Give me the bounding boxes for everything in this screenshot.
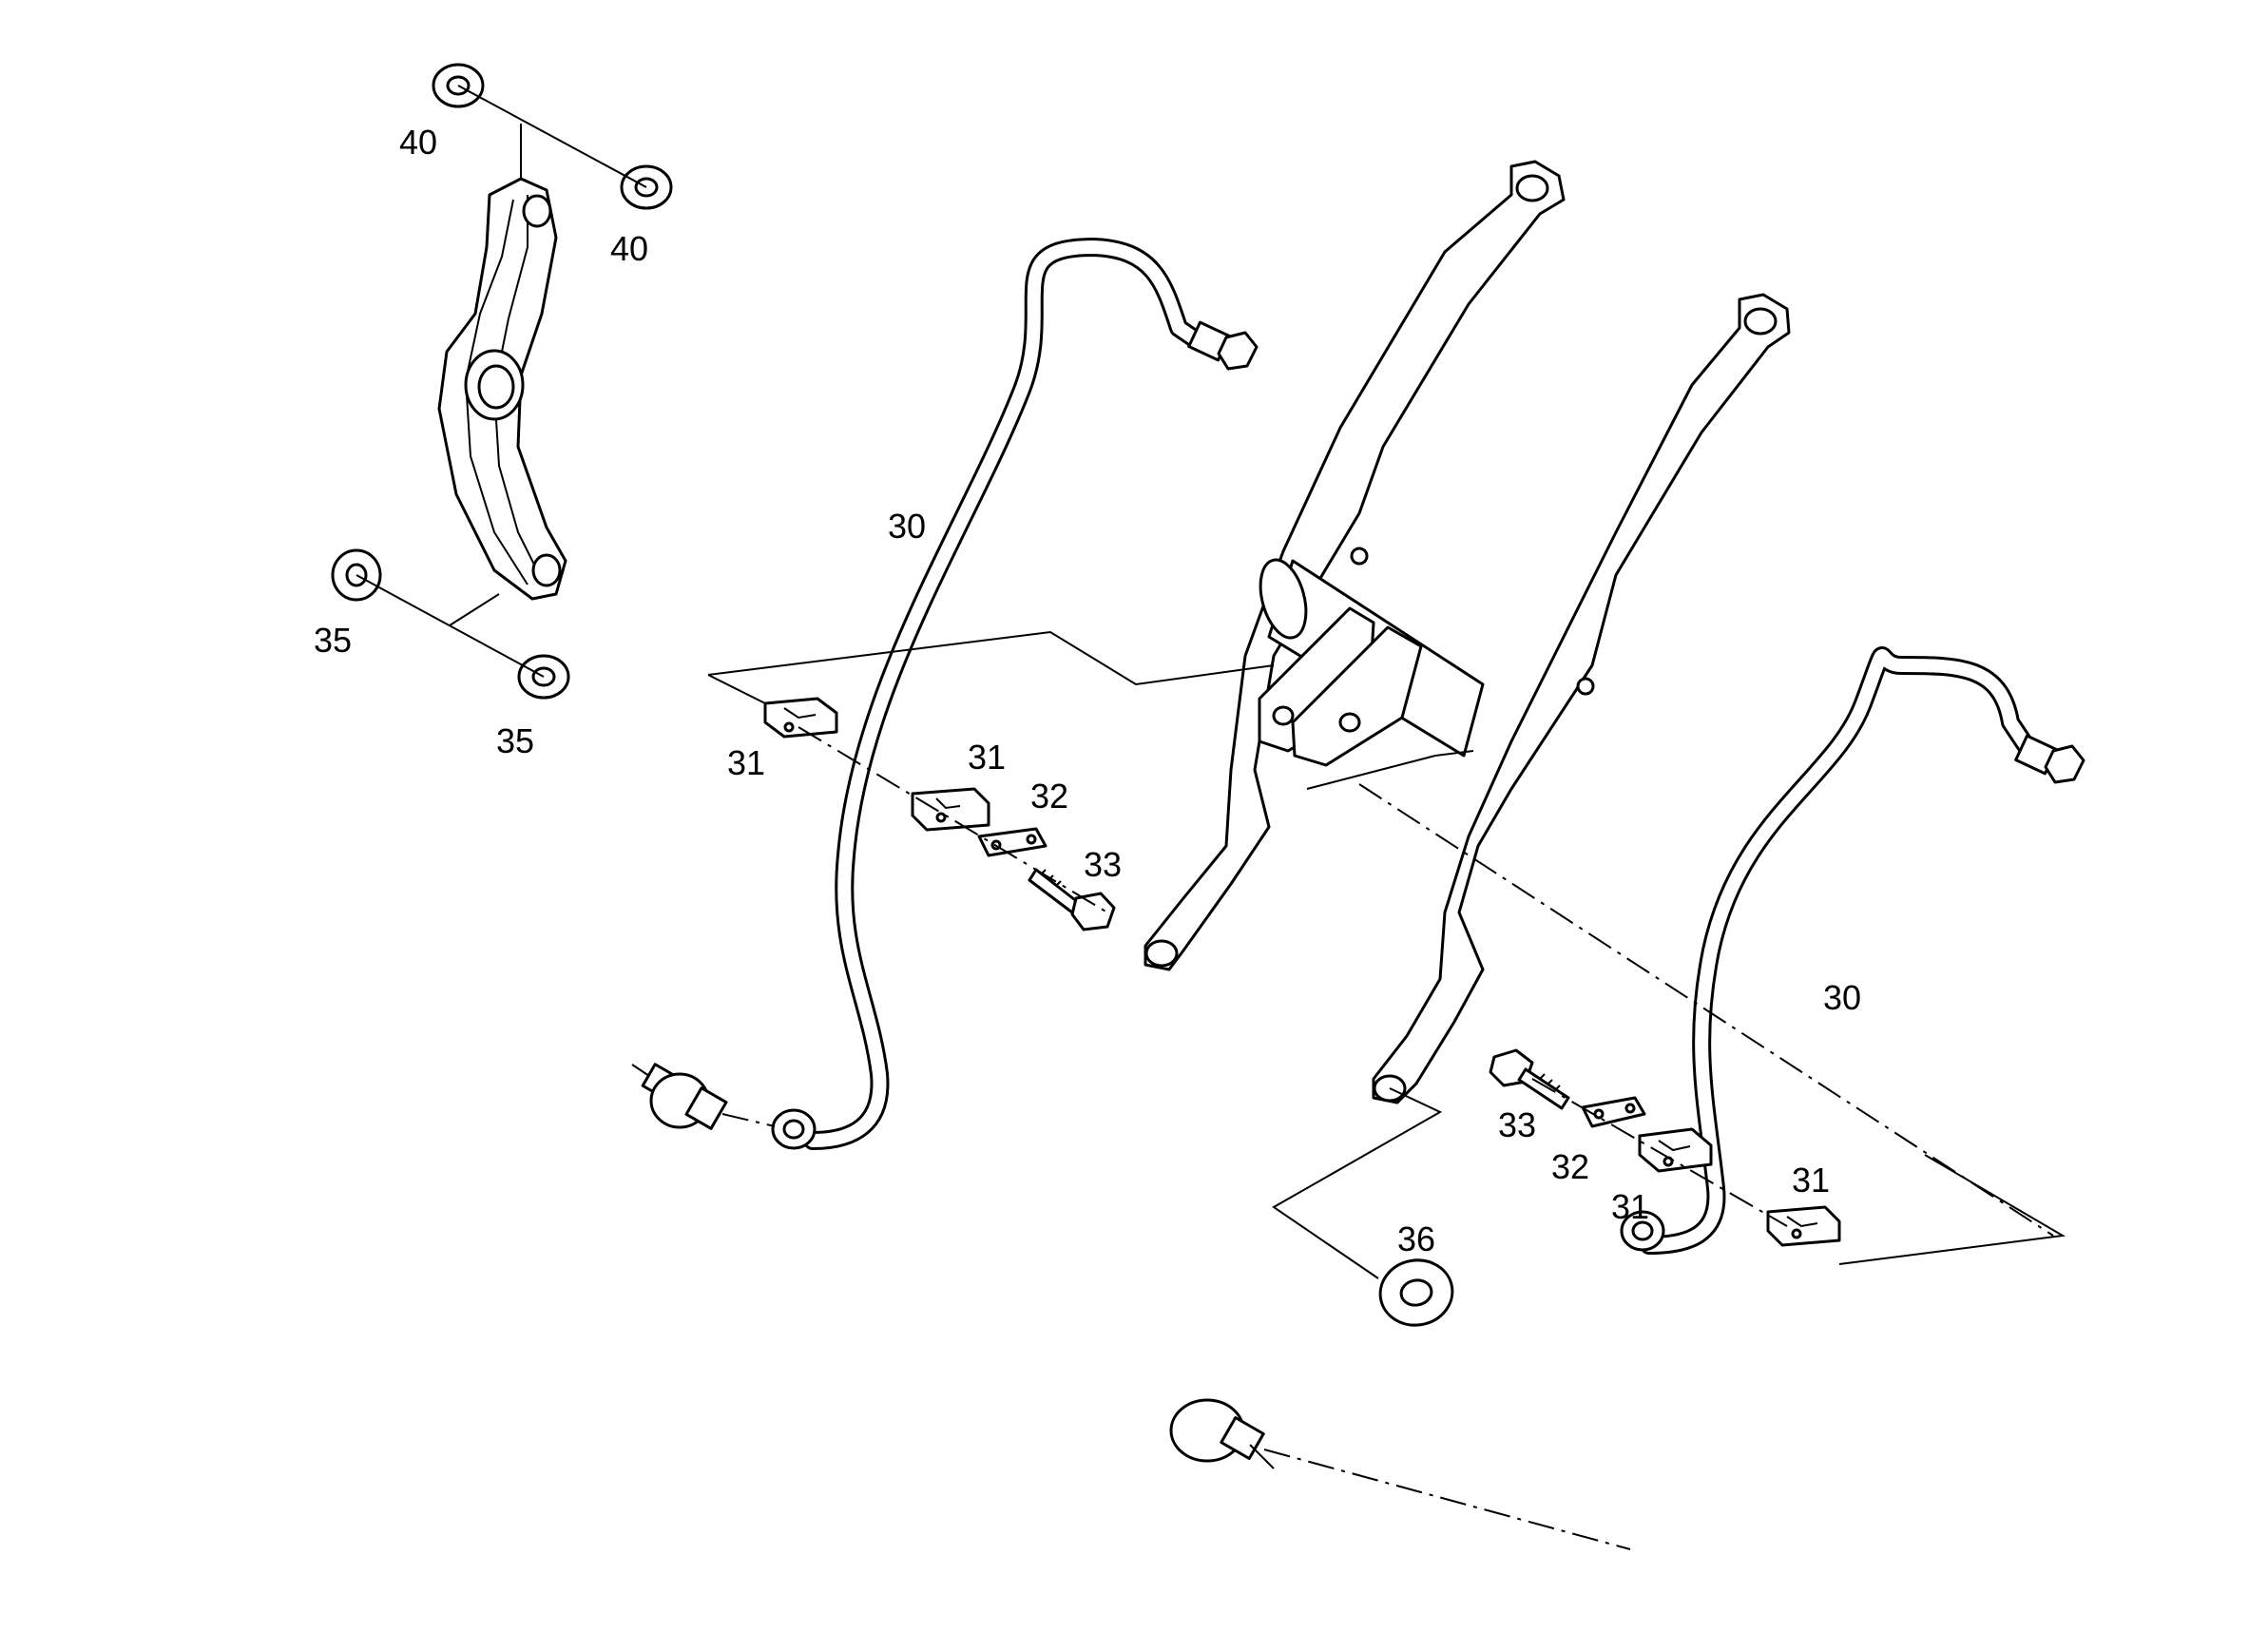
callout-31-c: 31: [1611, 1187, 1649, 1226]
callout-36: 36: [1397, 1219, 1435, 1258]
plate-32-right: [1581, 1096, 1646, 1128]
section-line-left-2: [707, 674, 766, 704]
clamp-31-c: [1638, 1127, 1713, 1173]
bolt-33-left: [1028, 868, 1116, 931]
plate-32-left: [977, 827, 1048, 857]
section-line-left: [707, 630, 1275, 686]
clamp-31-b: [911, 787, 990, 832]
coupling-left: [631, 1063, 728, 1130]
callout-30-left: 30: [888, 507, 926, 546]
axis-clamp-left: [798, 726, 1108, 913]
loader-frame: [1144, 160, 1791, 1104]
axis-coupling-right: [1263, 1449, 1631, 1550]
callout-30-right: 30: [1823, 978, 1861, 1017]
bolt-33-right: [1489, 1048, 1570, 1110]
hose-right: [1620, 646, 2085, 1255]
callout-35-left: 35: [314, 621, 352, 660]
axis-clamp-right: [1531, 1078, 1788, 1227]
callout-33-left: 33: [1084, 845, 1122, 884]
clamp-31-d: [1766, 1205, 1841, 1247]
callout-33-right: 33: [1498, 1105, 1536, 1144]
link-arm: [437, 177, 567, 601]
hose-left: [771, 238, 1259, 1150]
callout-35-bottom: 35: [496, 721, 534, 760]
section-line-right: [1306, 750, 1474, 790]
coupling-right: [1169, 1398, 1275, 1469]
washer-35-bottom: [517, 654, 570, 700]
axis-frame-diagonal: [1358, 783, 2054, 1237]
washer-36: [1378, 1258, 1454, 1327]
callout-31-a: 31: [727, 743, 765, 782]
leader-40: [457, 85, 647, 188]
callout-32-right: 32: [1551, 1147, 1589, 1186]
leader-35-arm: [449, 593, 500, 626]
callout-31-b: 31: [968, 738, 1006, 777]
axis-coupling-left: [721, 1113, 776, 1127]
section-line-right-2: [1838, 1154, 2066, 1265]
clamp-31-a: [763, 697, 838, 739]
callout-31-d: 31: [1792, 1161, 1830, 1200]
callout-40-right: 40: [610, 229, 648, 268]
callout-40-top: 40: [399, 123, 437, 162]
callout-32-left: 32: [1030, 777, 1068, 816]
leader-36: [1272, 1087, 1443, 1279]
